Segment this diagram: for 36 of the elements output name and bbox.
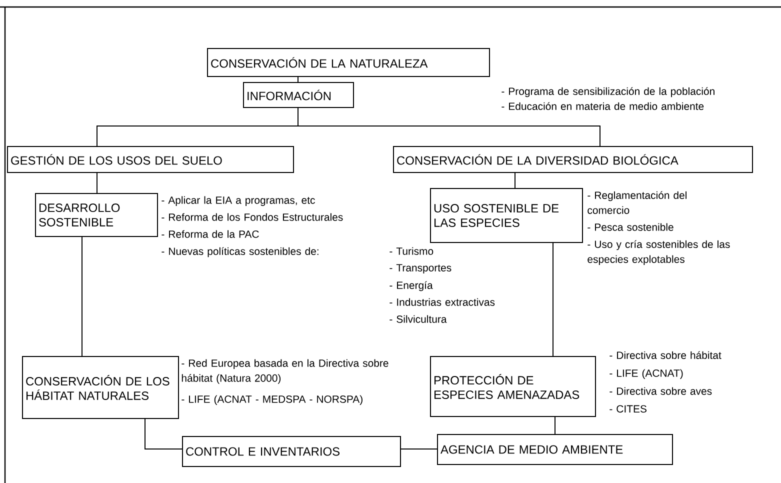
bullet-item: - Red Europea basada en la Directiva sobre hábitat (Natura 2000) — [182, 359, 388, 384]
connector-line — [400, 448, 438, 450]
text-box: CONSERVACIÓN DE LA DIVERSIDAD BIOLÓGICA — [393, 146, 753, 173]
bullet-item: - Pesca sostenible — [588, 223, 674, 231]
bullet-item: - Transportes — [390, 264, 452, 274]
text-box: AGENCIA DE MEDIO AMBIENTE — [437, 434, 673, 465]
bullet-item: - Energía — [390, 281, 433, 292]
connector-line — [554, 416, 556, 434]
bullet-item: - Reforma de los Fondos Estructurales — [162, 213, 343, 221]
bullet-item: - Reglamentación del comercio — [588, 191, 686, 214]
text-box: CONSERVACIÓN DE LA NATURALEZA — [207, 48, 490, 77]
bullet-item: - Aplicar la EIA a programas, etc — [162, 196, 315, 206]
bullet-item: - Nuevas políticas sostenibles de: — [162, 247, 318, 258]
text-box: CONSERVACIÓN DE LOS HÁBITAT NATURALES — [22, 356, 179, 419]
bullet-item: - LIFE (ACNAT) — [610, 369, 683, 379]
text-box: INFORMACIÓN — [243, 82, 354, 108]
connector-line — [514, 172, 516, 188]
connector-line — [96, 172, 98, 194]
bullet-item: - Uso y cría sostenibles de las especies explotables — [588, 240, 730, 265]
text-box: USO SOSTENIBLE DE LAS ESPECIES — [430, 188, 583, 243]
connector-line — [552, 242, 554, 356]
bullet-item: - Industrias extractivas — [390, 298, 495, 306]
bullet-item: - Silvicultura — [390, 315, 447, 323]
text-box: DESARROLLO SOSTENIBLE — [35, 193, 158, 237]
bullet-item: - Directiva sobre aves — [610, 387, 712, 395]
bullet-item: - Directiva sobre hábitat — [610, 351, 722, 359]
bullet-item: - Educación en materia de medio ambiente — [502, 102, 704, 110]
text-box: CONTROL E INVENTARIOS — [182, 436, 401, 467]
bullet-item: - LIFE (ACNAT - MEDSPA - NORSPA) — [182, 395, 362, 405]
text-box: PROTECCIÓN DE ESPECIES AMENAZADAS — [430, 356, 596, 417]
text-box: GESTIÓN DE LOS USOS DEL SUELO — [7, 146, 294, 173]
connector-line — [144, 418, 182, 450]
bullet-item: - CITES — [610, 405, 646, 413]
bullet-item: - Turismo — [390, 247, 434, 255]
bullet-item: - Reforma de la PAC — [162, 230, 259, 238]
bullet-item: - Programa de sensibilización de la población — [502, 87, 714, 98]
